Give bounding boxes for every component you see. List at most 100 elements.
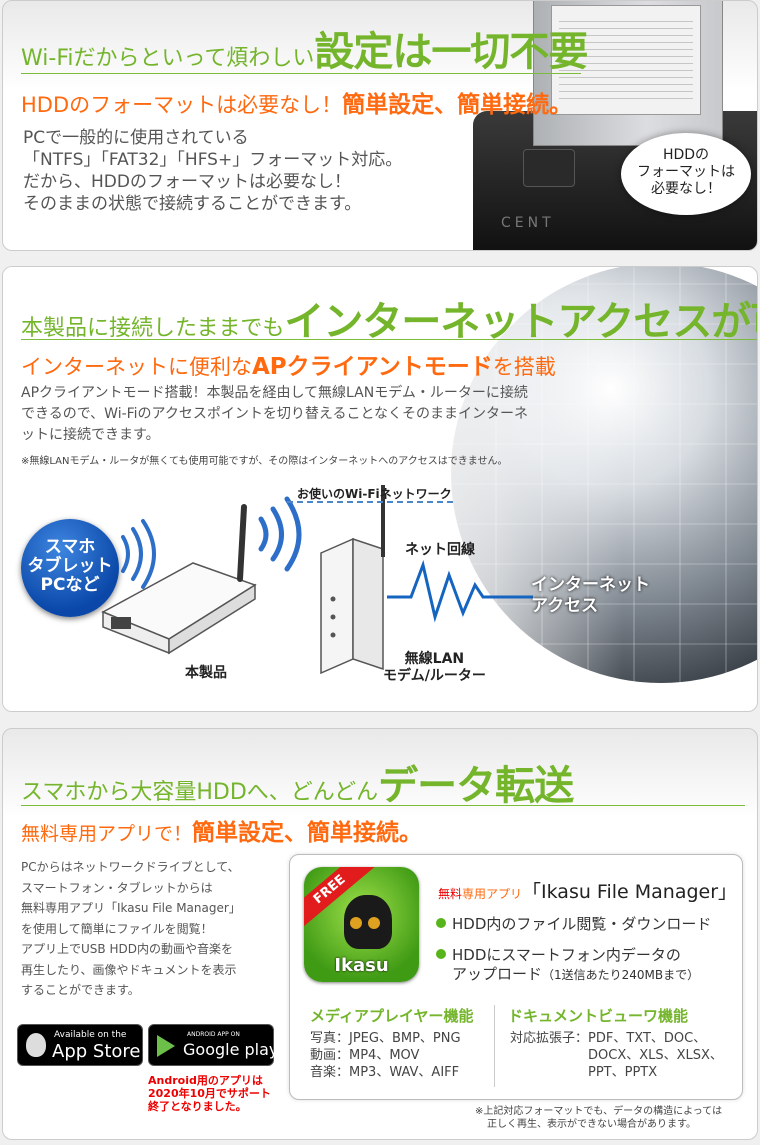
media-format-line: 動画：MP4、MOV <box>310 1048 420 1063</box>
feature-item-continued: アップロード（1送信あたり240MBまで） <box>452 963 699 984</box>
dock-eject-button-image <box>523 149 575 187</box>
body-line: ットに接続できます。 <box>21 427 160 443</box>
app-title-name: 「Ikasu File Manager」 <box>522 881 738 903</box>
bullet-icon <box>436 949 446 959</box>
google-play-icon <box>157 1035 175 1057</box>
globe-fade <box>3 267 623 711</box>
body-line: 「NTFS」「FAT32」「HFS+」フォーマット対応。 <box>23 150 403 170</box>
wifi-network-label: お使いのWi-Fiネットワーク <box>297 487 452 501</box>
feature-text: アップロード <box>452 965 543 983</box>
section3-body: PCからはネットワークドライブとして、 スマートフォン・タブレットからは 無料専… <box>21 857 241 1001</box>
section2-sub-bold: APクライアントモード <box>252 354 493 380</box>
feature-text: HDD内のファイル閲覧・ダウンロード <box>452 915 712 933</box>
body-line: することができます。 <box>21 983 140 997</box>
feature-item: HDDにスマートフォン内データの <box>436 944 681 965</box>
body-line: 再生したり、画像やドキュメントを表示 <box>21 962 237 977</box>
doc-format-line: PDF、TXT、DOC、 <box>588 1031 707 1046</box>
app-title: 無料専用アプリ「Ikasu File Manager」 <box>438 877 737 904</box>
section1-heading: Wi-Fiだからといって煩わしい設定は一切不要 <box>21 19 588 77</box>
device-wifi-waves <box>121 519 156 589</box>
router-label-line: 無線LAN <box>404 651 465 667</box>
router-label: 無線LAN モデム/ルーター <box>383 651 486 685</box>
section1-sub-normal: HDDのフォーマットは必要なし！ <box>21 93 343 117</box>
disclaimer-line: ※上記対応フォーマットでも、データの構造によっては <box>475 1106 723 1117</box>
section2-heading-lead: 本製品に接続したままでも <box>21 316 285 341</box>
app-store-small: Available on the <box>54 1030 127 1040</box>
ikasu-app-icon[interactable]: FREE Ikasu <box>304 867 419 982</box>
app-icon-name: Ikasu <box>334 955 389 976</box>
body-line: 無料専用アプリ「Ikasu File Manager」 <box>21 901 241 915</box>
body-line: だから、HDDのフォーマットは必要なし！ <box>23 172 351 192</box>
android-note-line: 終了となりました。 <box>148 1100 247 1113</box>
app-store-big: App Store <box>52 1041 141 1062</box>
internet-label-line: インターネット <box>531 575 650 595</box>
document-label: 対応拡張子： <box>510 1031 589 1046</box>
section2-sub-normal: インターネットに便利な <box>21 355 252 379</box>
section3-divider <box>21 805 745 806</box>
feature-text: HDDにスマートフォン内データの <box>452 946 681 964</box>
body-line: PCからはネットワークドライブとして、 <box>21 860 240 874</box>
android-note-line: 2020年10月でサポート <box>148 1087 271 1100</box>
google-play-big: Google play <box>183 1040 279 1059</box>
section2-divider <box>21 339 757 340</box>
section2-heading: 本製品に接続したままでもインターネットアクセスが可能 <box>21 289 757 347</box>
bubble-line: 必要なし！ <box>651 181 721 197</box>
network-diagram <box>101 485 533 675</box>
section1-sub-bold: 簡単設定、簡単接続。 <box>342 92 573 118</box>
bubble-line: HDDの <box>662 147 710 163</box>
smartphone-tablet-pc-badge: スマホ タブレット PCなど <box>21 519 119 617</box>
internet-label-line: アクセス <box>531 596 599 616</box>
product-device-image <box>101 504 257 655</box>
squid-eye-icon <box>350 917 362 929</box>
net-line-label: ネット回線 <box>405 542 475 558</box>
internet-line <box>387 559 533 623</box>
bubble-line: フォーマットは <box>637 164 735 180</box>
section-no-setup: CENT Wi-Fiだからといって煩わしい設定は一切不要 HDDのフォーマットは… <box>2 0 758 251</box>
bullet-icon <box>436 918 446 928</box>
section3-sub-normal: 無料専用アプリで！ <box>21 823 193 845</box>
app-store-badge[interactable]: Available on the App Store <box>17 1024 143 1066</box>
section3-heading: スマホから大容量HDDへ、どんどんデータ転送 <box>21 753 574 811</box>
body-line: PCで一般的に使用されている <box>23 128 249 148</box>
badge-line: スマホ <box>44 537 96 557</box>
section2-subheading: インターネットに便利なAPクライアントモードを搭載 <box>21 347 556 381</box>
google-play-badge[interactable]: ANDROID APP ON Google play <box>148 1024 278 1066</box>
google-play-small: ANDROID APP ON <box>187 1031 240 1038</box>
squid-eye-icon <box>368 917 380 929</box>
apple-icon <box>26 1033 46 1057</box>
body-line: アプリ上でUSB HDD内の動画や音楽を <box>21 942 233 956</box>
body-line: できるので、Wi-Fiのアクセスポイントを切り替えることなくそのままインターネ <box>21 406 529 422</box>
wifi-network-dashed-line <box>287 501 453 503</box>
router-device-image <box>320 485 385 675</box>
app-title-free: 無料 <box>438 887 463 901</box>
device-brand: CENT <box>501 215 555 231</box>
format-disclaimer: ※上記対応フォーマットでも、データの構造によっては 正しく再生、表示ができない場… <box>475 1105 722 1131</box>
body-line: APクライアントモード搭載！本製品を経由して無線LANモデム・ルーターに接続 <box>21 385 528 401</box>
feature-item: HDD内のファイル閲覧・ダウンロード <box>436 913 711 934</box>
media-format-line: 音楽：MP3、WAV、AIFF <box>310 1065 460 1080</box>
media-player-title: メディアプレイヤー機能 <box>310 1007 474 1025</box>
disclaimer-line: 正しく再生、表示ができない場合があります。 <box>487 1119 696 1130</box>
media-format-line: 写真：JPEG、BMP、PNG <box>310 1031 461 1046</box>
section2-body: APクライアントモード搭載！本製品を経由して無線LANモデム・ルーターに接続 で… <box>21 383 528 446</box>
badge-line: PCなど <box>40 575 100 595</box>
section2-note: ※無線LANモデム・ルータが無くても使用可能ですが、その際はインターネットへのア… <box>21 456 508 467</box>
feature-limit: （1送信あたり240MBまで） <box>542 968 700 982</box>
badge-line: タブレット <box>27 556 113 576</box>
section1-divider <box>21 73 581 74</box>
section3-sub-bold: 簡単設定、簡単接続。 <box>192 820 423 846</box>
section1-body: PCで一般的に使用されている 「NTFS」「FAT32」「HFS+」フォーマット… <box>23 127 402 215</box>
media-formats: 写真：JPEG、BMP、PNG 動画：MP4、MOV 音楽：MP3、WAV、AI… <box>310 1030 461 1081</box>
android-note-line: Android用のアプリは <box>148 1074 263 1087</box>
hdd-label-text-lines <box>559 15 693 105</box>
product-label: 本製品 <box>185 665 227 681</box>
section2-heading-main: インターネットアクセスが可能 <box>284 299 757 345</box>
doc-format-line: PPT、PPTX <box>588 1065 658 1080</box>
document-formats: PDF、TXT、DOC、 DOCX、XLS、XLSX、 PPT、PPTX <box>588 1030 723 1081</box>
body-line: そのままの状態で接続することができます。 <box>23 194 362 214</box>
section1-subheading: HDDのフォーマットは必要なし！簡単設定、簡単接続。 <box>21 85 572 119</box>
doc-format-line: DOCX、XLS、XLSX、 <box>588 1048 723 1063</box>
app-title-dedicated: 専用アプリ <box>462 887 523 901</box>
section-internet-access: 本製品に接続したままでもインターネットアクセスが可能 インターネットに便利なAP… <box>2 266 758 712</box>
section-data-transfer: スマホから大容量HDDへ、どんどんデータ転送 無料専用アプリで！簡単設定、簡単接… <box>2 728 758 1140</box>
